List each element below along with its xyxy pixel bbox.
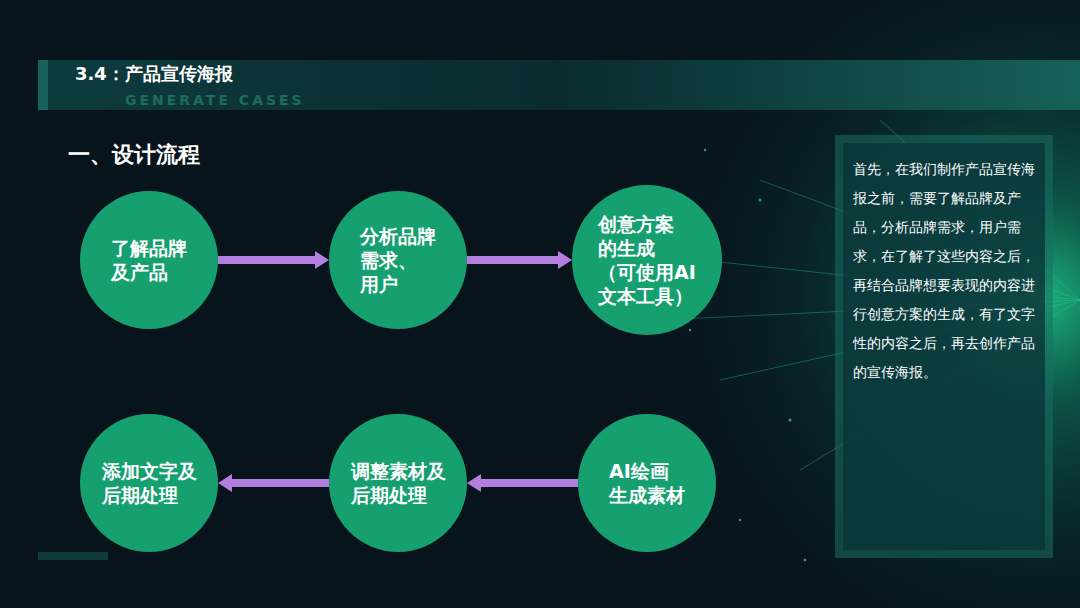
arrow-head (558, 251, 572, 269)
circle-shape (572, 185, 722, 335)
circle-shape (329, 414, 467, 552)
arrow-head (218, 474, 232, 492)
note-panel: 首先，在我们制作产品宣传海报之前，需要了解品牌及产品，分析品牌需求，用户需求，在… (835, 135, 1053, 558)
step-text: AI绘画 生成素材 (609, 459, 685, 507)
arrow-head (467, 474, 481, 492)
step-text: 调整素材及 后期处理 (351, 459, 446, 507)
circle-shape (80, 414, 218, 552)
flow-arrow (218, 474, 329, 492)
arrow-shaft (218, 256, 317, 264)
process-circle: 了解品牌 及产品 (80, 191, 218, 329)
flow-arrow (467, 474, 578, 492)
circle-shape (80, 191, 218, 329)
step-text: 了解品牌 及产品 (111, 236, 187, 284)
circle-shape (578, 414, 716, 552)
arrow-shaft (467, 256, 560, 264)
subtitle: GENERATE CASES (125, 92, 305, 108)
process-circle: 调整素材及 后期处理 (329, 414, 467, 552)
flow-arrow (218, 251, 329, 269)
flow-arrow (467, 251, 572, 269)
arrow-shaft (230, 479, 329, 487)
arrow-shaft (479, 479, 578, 487)
step-text: 添加文字及 后期处理 (102, 459, 197, 507)
step-text: 分析品牌 需求、用户 (360, 224, 436, 296)
slide-title: 3.4：产品宣传海报 (75, 62, 233, 86)
panel-inner: 首先，在我们制作产品宣传海报之前，需要了解品牌及产品，分析品牌需求，用户需求，在… (843, 143, 1045, 550)
process-circle: 创意方案 的生成 （可使用AI 文本工具） (572, 185, 722, 335)
step-text: 创意方案 的生成 （可使用AI 文本工具） (598, 212, 696, 308)
process-circle: AI绘画 生成素材 (578, 414, 716, 552)
process-circle: 添加文字及 后期处理 (80, 414, 218, 552)
process-circle: 分析品牌 需求、用户 (329, 191, 467, 329)
section-heading: 一、设计流程 (68, 140, 200, 170)
panel-text: 首先，在我们制作产品宣传海报之前，需要了解品牌及产品，分析品牌需求，用户需求，在… (853, 155, 1035, 387)
arrow-head (315, 251, 329, 269)
